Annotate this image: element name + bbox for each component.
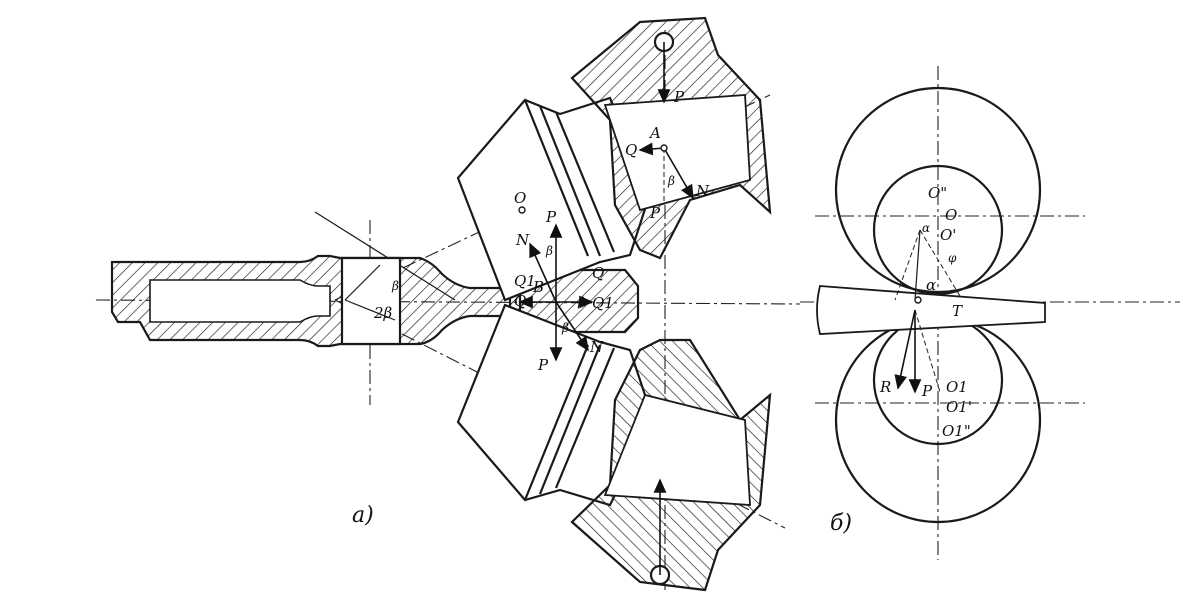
label-O-zero: O [945, 206, 957, 224]
label-Q-upper: Q [625, 141, 637, 159]
label-Q-right: Q [592, 264, 604, 282]
lower-roll-groove-2 [538, 344, 602, 495]
label-2beta: 2β [373, 304, 393, 322]
label-beta-left: β [391, 279, 399, 293]
vector-diag-left2 [344, 299, 396, 321]
label-Q1-left: Q1 [514, 272, 536, 290]
force-N-lower [555, 301, 589, 352]
panel-b-drawing: O" O O' α φ α T R P O1 O1' O1" б) [800, 66, 1180, 560]
force-N-center [529, 242, 557, 303]
contact-point [914, 296, 922, 304]
upper-roll-groove-3 [554, 111, 616, 253]
label-beta-c2: β [577, 295, 585, 309]
label-Q1-right: Q1 [592, 294, 614, 312]
label-O-double-prime: O" [928, 184, 947, 202]
label-B: B [532, 278, 544, 296]
force-Q-upper [638, 142, 665, 156]
lower-roll-groove-3 [554, 347, 616, 489]
label-N-center: N [515, 231, 530, 249]
label-beta-upper: β [667, 174, 675, 188]
label-O-prime: O' [940, 226, 956, 244]
force-R [894, 309, 916, 390]
upper-roll-small [872, 164, 1004, 296]
force-dashed-3 [914, 309, 941, 393]
label-A: A [648, 124, 661, 142]
upper-roll-large [834, 86, 1042, 294]
label-Q-left: Q [514, 292, 526, 310]
label-O1-double-prime: O1" [942, 422, 971, 440]
label-alpha-mid: α [926, 276, 936, 294]
label-P-lower: P [537, 356, 549, 374]
label-beta-c3: β [561, 321, 569, 335]
caption-b: б) [830, 511, 852, 536]
force-line-alpha [914, 229, 921, 301]
label-P-top: P [673, 88, 685, 106]
force-dashed-1 [894, 229, 921, 301]
point-O [518, 206, 526, 214]
label-P-center: P [545, 208, 557, 226]
label-alpha-top: α [922, 221, 930, 235]
upper-housing-slot [603, 94, 751, 212]
vector-diag-left [344, 264, 381, 301]
force-dashed-2 [919, 229, 961, 297]
upper-roll-groove-1 [523, 99, 590, 257]
upper-roll-groove-2 [538, 105, 602, 257]
label-O-center: O [514, 189, 526, 207]
workpiece-window [340, 256, 402, 346]
force-N-upper [663, 147, 694, 200]
lower-housing-slot [603, 393, 751, 506]
workpiece-groove [149, 279, 331, 323]
strip [816, 285, 1046, 335]
label-N-upper: N [695, 182, 710, 200]
label-P-b: P [921, 382, 933, 400]
panel-a-drawing: P A Q β N P O N P β Q1 B Q Q β Q1 β P N … [95, 16, 801, 592]
label-beta-c1: β [545, 244, 553, 258]
point-A [660, 144, 668, 152]
label-P-upper-low: P [649, 204, 661, 222]
lower-roll-groove-1 [523, 344, 590, 501]
label-T: T [952, 302, 963, 320]
caption-a: a) [352, 503, 374, 528]
label-phi: φ [948, 251, 957, 265]
label-R: R [879, 378, 891, 396]
label-O1-prime: O1' [946, 398, 972, 416]
label-O1: O1 [946, 378, 968, 396]
label-N-lower: N [589, 338, 604, 356]
